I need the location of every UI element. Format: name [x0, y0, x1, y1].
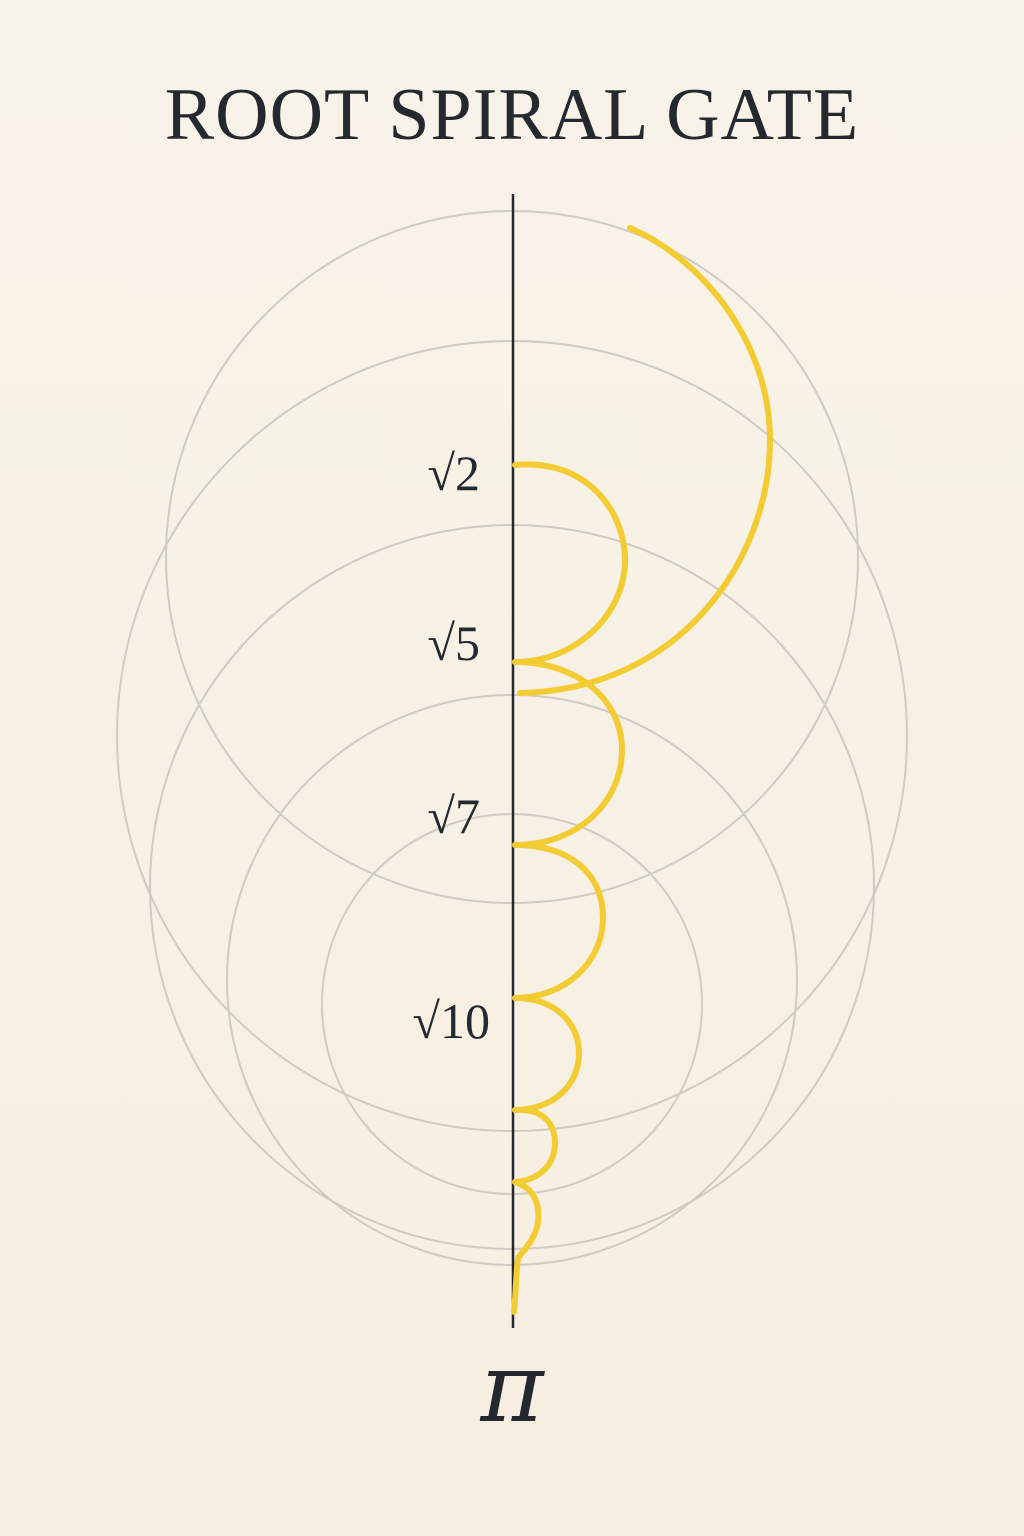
spiral-loop-4 [512, 995, 582, 1113]
pi-symbol: π [480, 1332, 544, 1444]
spiral-loop-6 [512, 1179, 542, 1261]
spiral-tail [511, 1255, 521, 1315]
golden-spiral [511, 225, 773, 1315]
spiral-loop-5 [512, 1106, 558, 1185]
spiral-large-arc [517, 225, 773, 696]
spiral-loop-3 [512, 842, 606, 1001]
label-sqrt-2: √2 [427, 445, 480, 501]
label-sqrt-7: √7 [427, 788, 480, 844]
page-title: ROOT SPIRAL GATE [164, 74, 860, 156]
spiral-loop-2 [512, 659, 625, 848]
label-sqrt-5: √5 [427, 615, 480, 671]
spiral-loop-1 [512, 461, 628, 665]
label-sqrt-10: √10 [412, 993, 490, 1049]
